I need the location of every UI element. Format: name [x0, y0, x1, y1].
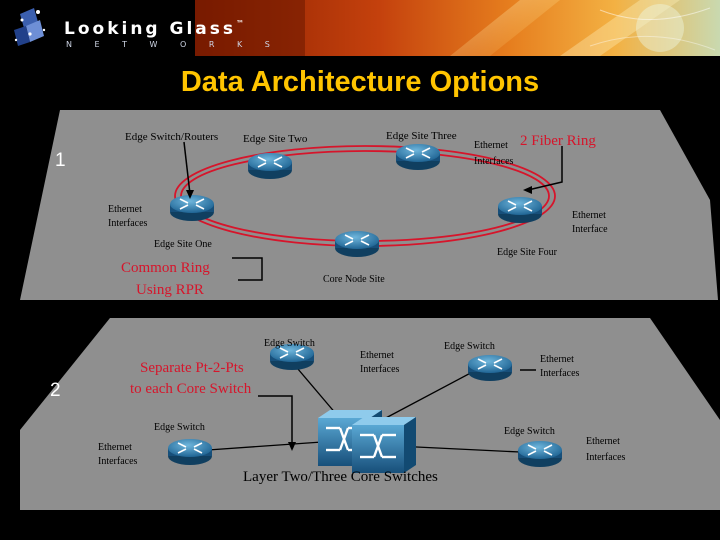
option2-links: [207, 361, 521, 453]
banner-art: [14, 0, 720, 56]
label-edge-switch-routers: Edge Switch/Routers: [125, 131, 218, 143]
label-ethernet-center: Ethernet: [360, 350, 394, 361]
label-ethernet-right-2: Ethernet: [540, 354, 574, 365]
label-ethernet-right: Ethernet: [572, 210, 606, 221]
label-using-rpr: Using RPR: [136, 282, 204, 298]
callout-lines-option2: [258, 369, 536, 444]
router-core-node: [334, 230, 380, 258]
label-edge-switch-right: Edge Switch: [504, 426, 555, 437]
router-edge-switch-left: [167, 438, 213, 466]
router-edge-switch-top-right: [467, 354, 513, 382]
label-interface-right: Interface: [572, 224, 608, 235]
logo-subtitle: N E T W O R K S: [66, 40, 280, 49]
router-edge-site-three: [395, 143, 441, 171]
router-edge-switch-right: [517, 440, 563, 468]
router-edge-site-one: [169, 194, 215, 222]
label-core-node-site: Core Node Site: [323, 274, 385, 285]
label-edge-switch-top: Edge Switch: [264, 338, 315, 349]
label-interfaces-left: Interfaces: [108, 218, 148, 229]
logo-name: Looking Glass™: [64, 19, 248, 39]
label-ethernet-bottom-right: Ethernet: [586, 436, 620, 447]
label-interfaces-bottom-left: Interfaces: [98, 456, 138, 467]
callout-lines-option1: [183, 141, 563, 281]
label-interfaces-right-2: Interfaces: [540, 368, 580, 379]
core-switch-front: [350, 415, 418, 475]
label-common-ring: Common Ring: [121, 260, 210, 276]
label-edge-site-one: Edge Site One: [154, 239, 212, 250]
label-separate-pts: Separate Pt-2-Pts: [140, 360, 244, 376]
label-edge-site-four: Edge Site Four: [497, 247, 558, 258]
header-banner: Looking Glass™ N E T W O R K S: [0, 0, 720, 56]
label-interfaces-bottom-right: Interfaces: [586, 452, 626, 463]
router-edge-site-two: [247, 152, 293, 180]
label-edge-switch-top-right: Edge Switch: [444, 341, 495, 352]
label-core-switches: Layer Two/Three Core Switches: [243, 469, 438, 485]
label-edge-site-three: Edge Site Three: [386, 130, 457, 142]
label-ethernet-top: Ethernet: [474, 140, 508, 151]
option1-number: 1: [55, 150, 66, 171]
label-fiber-ring: 2 Fiber Ring: [520, 133, 596, 149]
label-interfaces-top: Interfaces: [474, 156, 514, 167]
arrow-head-core: [288, 442, 296, 451]
label-edge-site-two: Edge Site Two: [243, 133, 308, 145]
label-ethernet-left: Ethernet: [108, 204, 142, 215]
label-ethernet-bottom-left: Ethernet: [98, 442, 132, 453]
option2-number: 2: [50, 380, 61, 401]
label-edge-switch-left: Edge Switch: [154, 422, 205, 433]
router-edge-site-four: [497, 196, 543, 224]
option1-plane: [20, 110, 718, 300]
slide-title: Data Architecture Options: [180, 66, 540, 98]
arrow-head-edge-routers: [186, 190, 194, 199]
arrow-head-fiber-ring: [523, 186, 532, 194]
logo-icon: [14, 8, 46, 46]
label-interfaces-center: Interfaces: [360, 364, 400, 375]
label-each-core-switch: to each Core Switch: [130, 381, 252, 397]
